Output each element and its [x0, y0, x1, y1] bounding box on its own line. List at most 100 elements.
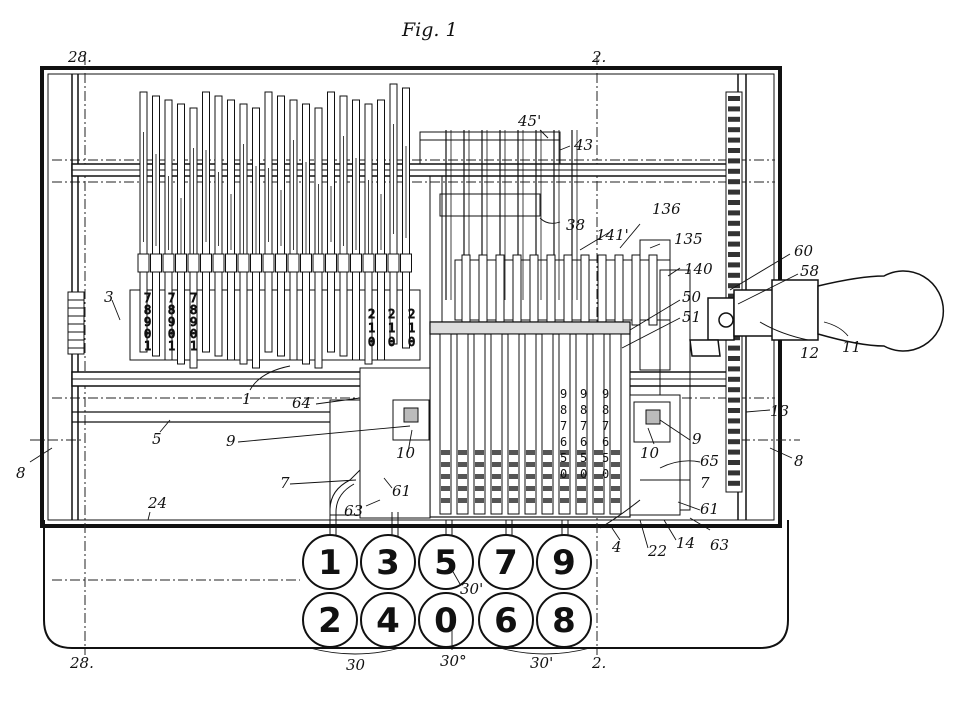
ref-9-right: 9	[692, 430, 702, 448]
rack-tooth	[312, 253, 325, 273]
middle-pin	[614, 254, 624, 326]
left-digit: 9	[168, 315, 175, 329]
section-mark-bottom-right: 2.	[591, 654, 606, 672]
middle-pin	[478, 254, 488, 326]
rack-tooth	[375, 253, 387, 273]
rack-tooth	[275, 253, 287, 273]
key-8[interactable]: 8	[536, 592, 592, 648]
rack-tooth	[200, 253, 212, 273]
key-cap[interactable]	[418, 534, 474, 590]
wheel-tooth	[728, 449, 740, 455]
middle-pin	[597, 254, 607, 326]
key-0[interactable]: 0	[418, 592, 474, 648]
dial-mark	[492, 450, 501, 455]
key-cap[interactable]	[536, 534, 592, 590]
rack-tooth	[225, 253, 237, 273]
dial-tube	[456, 333, 469, 515]
dial-mark	[611, 498, 620, 503]
dial-mark	[441, 474, 450, 479]
small-digit: 2	[368, 307, 375, 321]
right-digit: 0	[560, 467, 567, 481]
dial-mark	[543, 498, 552, 503]
key-label: 1	[318, 543, 342, 583]
ref-50: 50	[682, 288, 702, 306]
key-5[interactable]: 5	[418, 534, 474, 590]
middle-pin	[512, 254, 522, 326]
dial-mark	[509, 486, 518, 491]
wheel-tooth	[728, 460, 740, 465]
figure-title: Fig. 1	[401, 19, 458, 41]
key-label: 2	[318, 601, 342, 641]
dial-mark	[475, 450, 484, 455]
ref-45p: 45'	[517, 112, 541, 130]
small-digit: 0	[408, 335, 415, 349]
right-digit: 0	[602, 467, 609, 481]
wheel-tooth	[728, 106, 740, 112]
section-mark-bottom-left: 28.	[69, 654, 94, 672]
key-cap[interactable]	[302, 534, 358, 590]
key-2[interactable]: 2	[302, 592, 358, 648]
ref-9-left: 9	[226, 432, 236, 450]
dial-mark	[509, 474, 518, 479]
wheel-tooth	[728, 200, 740, 205]
dial-mark	[475, 462, 484, 467]
key-9[interactable]: 9	[536, 534, 592, 590]
key-label: 4	[376, 601, 400, 641]
key-cap[interactable]	[478, 534, 534, 590]
key-cap[interactable]	[360, 592, 416, 648]
key-cap[interactable]	[478, 592, 534, 648]
left-digit: 7	[144, 291, 151, 305]
dial-mark	[458, 486, 467, 491]
dial-mark	[475, 474, 484, 479]
middle-pin	[580, 254, 590, 326]
rack-tooth	[262, 253, 275, 273]
left-digit: 8	[190, 303, 197, 317]
dial-mark	[492, 486, 501, 491]
key-cap[interactable]	[360, 534, 416, 590]
ref-10-left: 10	[396, 444, 416, 462]
ref-30deg: 30°	[440, 652, 467, 670]
small-digit: 1	[388, 321, 395, 335]
wheel-tooth	[728, 376, 740, 382]
ref-61-left: 61	[392, 482, 411, 500]
ref-63-right: 63	[710, 536, 729, 554]
key-7[interactable]: 7	[478, 534, 534, 590]
crank-handle	[689, 270, 945, 357]
wheel-tooth	[728, 439, 740, 445]
left-digit: 7	[168, 291, 175, 305]
right-digit: 0	[580, 467, 587, 481]
rack-tooth	[150, 253, 162, 273]
wheel-tooth	[728, 220, 740, 226]
rack-tooth	[387, 253, 400, 273]
middle-pin	[648, 254, 658, 326]
dial-mark	[475, 486, 484, 491]
ref-14: 14	[676, 534, 695, 552]
key-cap[interactable]	[418, 592, 474, 648]
dial-mark	[543, 462, 552, 467]
key-cap[interactable]	[302, 592, 358, 648]
dial-mark	[594, 450, 603, 455]
rack-tooth	[212, 253, 225, 273]
right-digit: 5	[580, 451, 587, 465]
key-label: 9	[552, 543, 576, 583]
dial-mark	[543, 450, 552, 455]
rack-tooth	[400, 253, 412, 273]
right-digit: 7	[560, 419, 567, 433]
key-cap[interactable]	[536, 592, 592, 648]
wheel-tooth	[728, 148, 740, 153]
ref-65: 65	[700, 452, 719, 470]
left-digit: 7	[190, 291, 197, 305]
key-4[interactable]: 4	[360, 592, 416, 648]
dial-mark	[560, 498, 569, 503]
key-1[interactable]: 1	[302, 534, 358, 590]
rack-tooth	[300, 253, 312, 273]
dial-mark	[458, 498, 467, 503]
wheel-tooth	[728, 356, 740, 361]
key-3[interactable]: 3	[360, 534, 416, 590]
dial-mark	[611, 450, 620, 455]
dial-tube	[524, 333, 537, 515]
dial-mark	[577, 498, 586, 503]
section-mark-top-left: 28.	[67, 48, 92, 66]
key-6[interactable]: 6	[478, 592, 534, 648]
wheel-tooth	[728, 241, 740, 247]
